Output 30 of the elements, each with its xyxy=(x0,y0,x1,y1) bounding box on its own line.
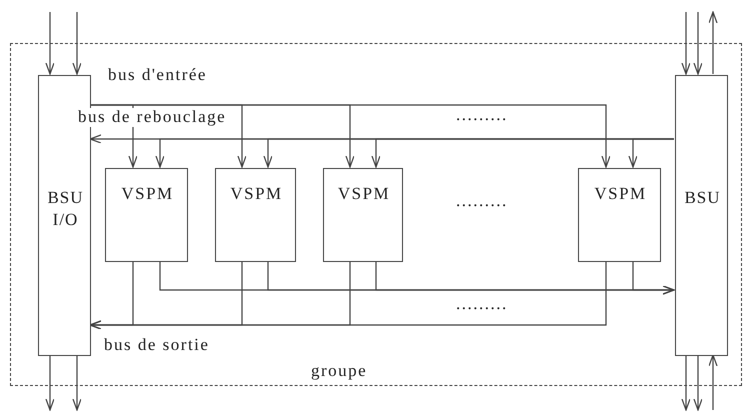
arrow xyxy=(632,261,675,295)
arrow xyxy=(693,12,703,75)
arrow xyxy=(628,138,674,168)
arrow xyxy=(693,355,703,411)
ellipsis: ......... xyxy=(456,190,508,212)
module-box xyxy=(323,168,403,262)
arrow xyxy=(708,11,718,74)
group-label: groupe xyxy=(311,360,368,382)
block-label: BSU I/O xyxy=(46,186,85,232)
arrow xyxy=(708,354,718,410)
unit-block xyxy=(675,75,728,356)
arrow xyxy=(681,12,691,75)
ellipsis: ......... xyxy=(456,293,508,315)
arrow xyxy=(90,104,611,168)
block-label: VSPM xyxy=(120,183,175,205)
arrow xyxy=(72,355,82,411)
arrow xyxy=(45,355,55,411)
block-label: VSPM xyxy=(336,183,392,205)
group-frame xyxy=(10,43,742,386)
block-label: BSU xyxy=(683,186,722,208)
block-label: VSPM xyxy=(229,183,284,205)
arrow xyxy=(681,355,691,411)
module-box xyxy=(105,168,188,262)
module-box xyxy=(578,168,661,262)
arrow xyxy=(72,12,82,75)
ellipsis: ......... xyxy=(456,104,508,126)
block-label: VSPM xyxy=(593,183,648,205)
module-box xyxy=(215,168,296,262)
arrow xyxy=(45,12,55,75)
bus-label: bus de rebouclage xyxy=(78,108,226,127)
